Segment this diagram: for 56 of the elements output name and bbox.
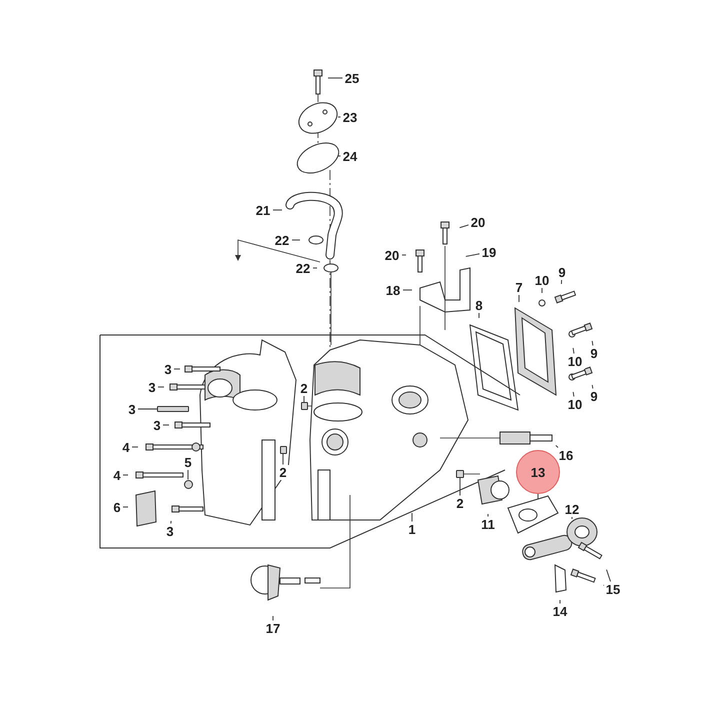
callout-number: 9 xyxy=(588,388,600,404)
callout-number: 15 xyxy=(604,582,622,596)
callout-number: 3 xyxy=(162,362,174,376)
leader-line xyxy=(137,408,158,410)
leader-line xyxy=(606,569,611,582)
leader-line xyxy=(459,224,469,228)
leader-line xyxy=(560,279,562,284)
leader-line xyxy=(162,424,170,426)
leader-line xyxy=(555,445,558,448)
callout-number: 23 xyxy=(340,110,360,124)
callout-number: 21 xyxy=(254,202,272,218)
callout-number: 10 xyxy=(566,354,584,368)
leader-line xyxy=(478,312,480,318)
callout-number: 16 xyxy=(556,448,576,462)
leader-line xyxy=(401,254,406,256)
callout-number: 9 xyxy=(588,346,600,360)
callout-number: 3 xyxy=(164,524,176,538)
callout-number: 22 xyxy=(294,260,312,276)
leader-line xyxy=(338,116,341,118)
leader-line xyxy=(592,340,594,346)
callout-number: 10 xyxy=(566,396,584,412)
callout-number: 3 xyxy=(152,418,162,432)
leader-line xyxy=(592,384,594,389)
callout-number: 6 xyxy=(112,500,122,514)
leader-line xyxy=(465,253,480,257)
leader-line xyxy=(122,474,128,476)
bolt xyxy=(157,406,189,412)
callout-number: 20 xyxy=(468,214,488,230)
callout-number: 22 xyxy=(272,232,292,248)
callout-number: 9 xyxy=(556,264,568,280)
washer xyxy=(184,480,192,488)
callout-number: 2 xyxy=(298,380,310,396)
callout-number: 18 xyxy=(384,282,402,298)
callout-number: 10 xyxy=(532,272,552,288)
callout-number: 2 xyxy=(454,496,466,510)
leader-line xyxy=(282,454,284,465)
callout-number: 8 xyxy=(474,298,484,312)
leader-line xyxy=(170,520,172,524)
callout-number: 24 xyxy=(340,148,360,164)
callout-number: 19 xyxy=(480,244,498,260)
callout-number: 20 xyxy=(382,248,402,262)
callout-number: 12 xyxy=(562,502,582,516)
dowel-pin xyxy=(300,402,308,410)
leader-line xyxy=(572,391,574,397)
callout-number: 3 xyxy=(126,402,138,416)
callout-number: 13 xyxy=(516,450,560,494)
leader-line xyxy=(122,506,128,508)
leader-line xyxy=(272,616,274,621)
leader-line xyxy=(173,368,180,370)
leader-line xyxy=(131,446,138,448)
dowel-pin xyxy=(456,470,464,478)
leader-line xyxy=(157,386,164,388)
leader-line xyxy=(518,294,520,302)
callout-number: 3 xyxy=(146,380,158,394)
leader-line xyxy=(572,347,574,354)
callout-number: 25 xyxy=(342,70,362,86)
